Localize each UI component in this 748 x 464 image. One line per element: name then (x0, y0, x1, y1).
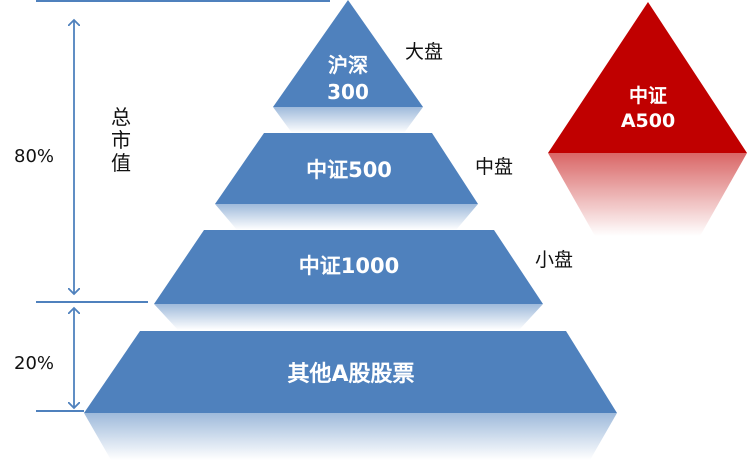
tier-other-a-shares: 其他A股股票 (84, 331, 617, 460)
percent-label-80: 80% (14, 146, 54, 167)
size-label-small-cap: 小盘 (535, 249, 573, 271)
market-cap-axis: 总 市 值 80% 20% (14, 20, 148, 412)
tier-csi500: 中证500 (215, 133, 478, 230)
tier-csi500-label: 中证500 (306, 158, 392, 182)
csi-a500-label-line1: 中证 (629, 84, 667, 107)
csi-a500-label-line2: A500 (621, 110, 675, 132)
tier-hs300: 沪深 300 (273, 0, 423, 133)
csi-a500-callout: 中证 A500 (548, 2, 747, 236)
axis-title-char-3: 值 (111, 151, 131, 175)
axis-title-char-1: 总 (111, 105, 131, 129)
axis-title-char-2: 市 (111, 128, 131, 152)
size-label-mid-cap: 中盘 (475, 156, 513, 178)
tier-hs300-label-line1: 沪深 (328, 53, 368, 77)
tier-hs300-label-line2: 300 (327, 80, 369, 104)
percent-label-20: 20% (14, 353, 54, 374)
size-label-large-cap: 大盘 (405, 41, 443, 63)
tier-csi1000: 中证1000 (154, 230, 543, 330)
tier-csi1000-label: 中证1000 (299, 254, 399, 278)
tier-other-label: 其他A股股票 (287, 362, 414, 387)
